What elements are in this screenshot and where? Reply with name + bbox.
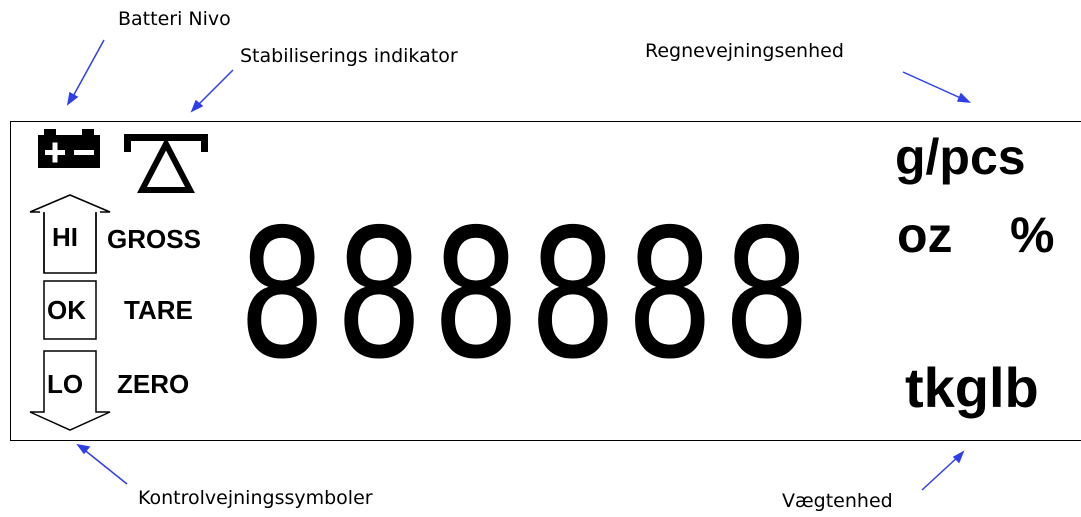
display-panel <box>10 121 1081 441</box>
callout-checkweigh-symbols: Kontrolvejningssymboler <box>138 487 373 509</box>
unit-gpcs-label: g/pcs <box>895 129 1026 185</box>
down-arrow-icon <box>29 350 111 431</box>
unit-percent-label: % <box>1010 207 1055 263</box>
battery-callout-arrow <box>66 39 105 106</box>
digit-display: 888888 <box>238 191 820 398</box>
battery-icon <box>38 129 100 168</box>
stability-triangle-icon <box>124 134 208 193</box>
ok-label: OK <box>47 295 86 325</box>
callout-battery-level: Batteri Nivo <box>118 8 231 30</box>
stability-callout-arrow <box>190 69 234 113</box>
zero-label: ZERO <box>117 369 190 399</box>
up-arrow-icon <box>29 194 111 274</box>
hi-label: HI <box>52 222 78 252</box>
callout-counting-unit: Regnevejningsenhed <box>645 40 844 62</box>
unit-weight-label: tkglb <box>905 356 1039 419</box>
lo-label: LO <box>47 369 84 399</box>
tare-label: TARE <box>124 295 193 325</box>
ok-box-icon <box>43 280 97 340</box>
weight-unit-callout-arrow <box>921 450 965 491</box>
checkweigh-callout-arrow <box>76 443 128 485</box>
callout-weight-unit: Vægtenhed <box>782 490 893 512</box>
gross-label: GROSS <box>107 224 201 254</box>
callout-stability-indicator: Stabiliserings indikator <box>240 45 458 67</box>
unit-oz-label: oz <box>897 207 953 263</box>
counting-unit-callout-arrow <box>902 71 971 103</box>
